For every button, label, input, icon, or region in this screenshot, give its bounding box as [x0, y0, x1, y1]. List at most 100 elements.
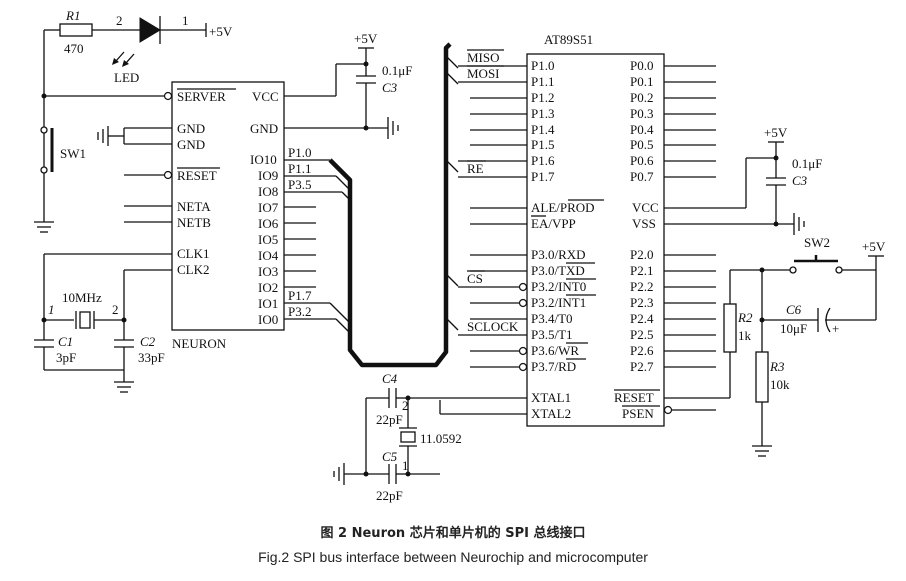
mcu-pin-p07: P0.7	[630, 169, 654, 184]
bus-re: RE	[467, 161, 484, 176]
xtal2-circuit: C4 22pF 2 11.0592 1 C5 22pF	[333, 371, 527, 503]
c6-plus: +	[832, 321, 839, 336]
r3-value: 10k	[770, 377, 790, 392]
mcu-pin-p05: P0.5	[630, 137, 653, 152]
led-pin1: 1	[182, 13, 189, 28]
c4-value: 22pF	[376, 412, 403, 427]
neuron-pin-io1: IO1	[258, 296, 278, 311]
r3-resistor	[755, 351, 769, 403]
c2-name: C2	[140, 334, 156, 349]
mcu-pin-ale: ALE/PROD	[531, 200, 595, 215]
mcu-name: AT89S51	[544, 32, 593, 47]
c5-name: C5	[382, 449, 398, 464]
c1-name: C1	[58, 334, 73, 349]
mcu-pin-p13: P1.3	[531, 106, 554, 121]
neuron-pin-clk1: CLK1	[177, 246, 210, 261]
neuron-pin-io10: IO10	[250, 152, 277, 167]
mcu-pin-p20: P2.0	[630, 247, 653, 262]
bus-sclock: SCLOCK	[467, 319, 519, 334]
xtal2-crystal	[400, 431, 416, 443]
mcu-pin-vcc: VCC	[632, 200, 659, 215]
mcu-pin-p33: P3.2/INT1	[531, 295, 586, 310]
mcu-pin-p17: P1.7	[531, 169, 555, 184]
neuron-pin-io9: IO9	[258, 168, 278, 183]
mcu-pin-p06: P0.6	[630, 153, 654, 168]
led-branch: R1 470 2 1 +5V LED	[43, 8, 233, 96]
r2-name: R2	[737, 310, 753, 325]
r2-value: 1k	[738, 328, 752, 343]
xtal1-pin1: 1	[48, 302, 55, 317]
mcu-pin-p21: P2.1	[630, 263, 653, 278]
neuron-pin-gnd-b: GND	[177, 137, 205, 152]
supply-neuron: +5V	[354, 31, 378, 46]
c3-name-left: C3	[382, 80, 398, 95]
sw1-switch: SW1	[34, 112, 86, 233]
mcu-pin-p35: P3.5/T1	[531, 327, 573, 342]
mcu-pin-p34: P3.4/T0	[531, 311, 573, 326]
neuron-left-wiring	[41, 91, 173, 271]
mcu-pin-p02: P0.2	[630, 90, 653, 105]
mcu-pin-p30: P3.0/RXD	[531, 247, 586, 262]
neuron-pin-netb: NETB	[177, 215, 211, 230]
neuron-pin-gnd-a: GND	[177, 121, 205, 136]
mcu-left-pins: P1.0 P1.1 P1.2 P1.3 P1.4 P1.5 P1.6 P1.7 …	[458, 49, 604, 421]
led-diode	[139, 17, 161, 43]
spi-bus	[328, 42, 459, 368]
net-p10: P1.0	[288, 145, 311, 160]
neuron-pin-io6: IO6	[258, 216, 279, 231]
mcu-pin-p16: P1.6	[531, 153, 555, 168]
net-p35: P3.5	[288, 177, 311, 192]
net-p32: P3.2	[288, 304, 311, 319]
mcu-pin-p22: P2.2	[630, 279, 653, 294]
neuron-pin-neta: NETA	[177, 199, 211, 214]
c5-value: 22pF	[376, 488, 403, 503]
neuron-pin-gnd-r: GND	[250, 121, 278, 136]
neuron-pin-io3: IO3	[258, 264, 278, 279]
neuron-pin-io7: IO7	[258, 200, 279, 215]
supply-led: +5V	[209, 24, 233, 39]
xtal1-crystal	[79, 311, 91, 329]
mcu-pin-p23: P2.3	[630, 295, 653, 310]
mcu-pin-p27: P2.7	[630, 359, 654, 374]
mcu-pin-p31: P3.0/TXD	[531, 263, 585, 278]
mcu-pin-p15: P1.5	[531, 137, 554, 152]
c3-value-left: 0.1μF	[382, 63, 412, 78]
net-p17: P1.7	[288, 288, 312, 303]
mcu-power: +5V 0.1μF C3	[664, 125, 822, 235]
neuron-io-stubs: P1.0 P1.1 P3.5 P1.7 P3.2	[284, 145, 342, 320]
mcu-pin-p37: P3.7/RD	[531, 359, 576, 374]
c2-value: 33pF	[138, 350, 165, 365]
mcu-pin-p36: P3.6/WR	[531, 343, 579, 358]
xtal2-value: 11.0592	[420, 431, 462, 446]
led-label: LED	[114, 70, 139, 85]
mcu-pin-p26: P2.6	[630, 343, 654, 358]
neuron-pin-server: SERVER	[177, 89, 226, 104]
mcu-pin-psen: PSEN	[622, 406, 654, 421]
neuron-pin-reset: RESET	[177, 168, 217, 183]
sw2-label: SW2	[804, 235, 830, 250]
neuron-pin-vcc: VCC	[252, 89, 279, 104]
r2-resistor	[723, 303, 737, 353]
neuron-pin-io4: IO4	[258, 248, 279, 263]
c4-name: C4	[382, 371, 398, 386]
c1-value: 3pF	[56, 350, 76, 365]
mcu-pin-p10: P1.0	[531, 58, 554, 73]
c3-value-right: 0.1μF	[792, 156, 822, 171]
bus-cs: CS	[467, 271, 483, 286]
r1-resistor	[59, 23, 93, 37]
neuron-pin-clk2: CLK2	[177, 262, 210, 277]
mcu-pin-p03: P0.3	[630, 106, 653, 121]
mcu-pin-p32: P3.2/INT0	[531, 279, 586, 294]
mcu-right-pins: P0.0 P0.1 P0.2 P0.3 P0.4 P0.5 P0.6 P0.7 …	[614, 58, 716, 421]
mcu-pin-vss: VSS	[632, 216, 656, 231]
caption-chinese: 图 2 Neuron 芯片和单片机的 SPI 总线接口	[320, 526, 586, 541]
bus-mosi: MOSI	[467, 66, 500, 81]
xtal2-pin1: 1	[402, 458, 409, 473]
neuron-pin-io0: IO0	[258, 312, 278, 327]
r3-name: R3	[769, 359, 785, 374]
c6-name: C6	[786, 302, 802, 317]
mcu-pin-p25: P2.5	[630, 327, 653, 342]
led-pin2: 2	[116, 13, 123, 28]
c6-value: 10μF	[780, 321, 807, 336]
supply-reset: +5V	[862, 239, 886, 254]
